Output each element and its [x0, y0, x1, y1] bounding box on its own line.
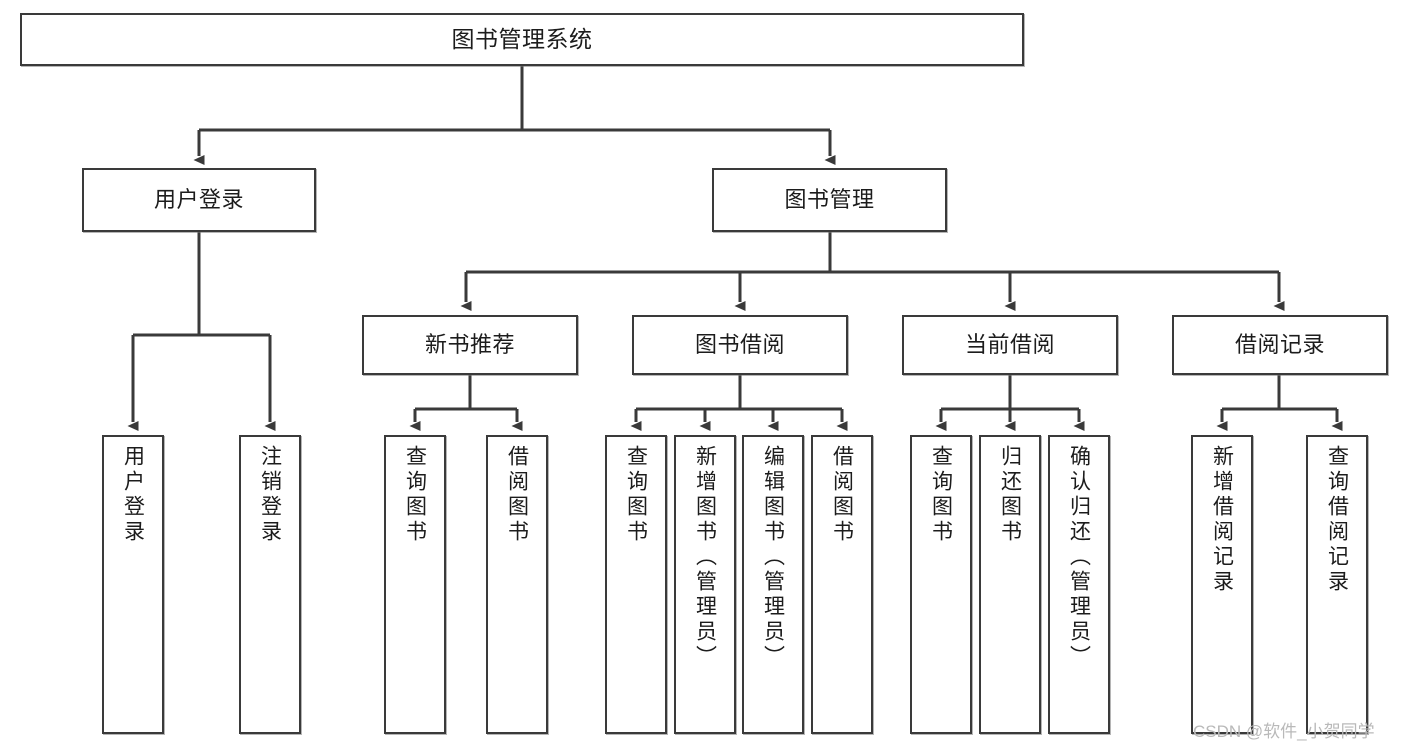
node-label: 借阅图书: [830, 445, 854, 545]
leaf-borrow-book-1[interactable]: 借阅图书: [486, 435, 548, 734]
node-label: 用户登录: [153, 187, 244, 213]
node-new-book-recommend[interactable]: 新书推荐: [362, 315, 578, 375]
node-label: 编辑图书（管理员）: [761, 445, 785, 670]
leaf-borrow-book-2[interactable]: 借阅图书: [811, 435, 873, 734]
node-label: 归还图书: [998, 445, 1022, 545]
leaf-add-book[interactable]: 新增图书（管理员）: [674, 435, 736, 734]
leaf-add-record[interactable]: 新增借阅记录: [1191, 435, 1253, 734]
node-book-manage[interactable]: 图书管理: [712, 168, 947, 232]
node-label: 新书推荐: [424, 332, 515, 358]
node-label: 查询借阅记录: [1325, 445, 1349, 595]
leaf-edit-book[interactable]: 编辑图书（管理员）: [742, 435, 804, 734]
node-root-system[interactable]: 图书管理系统: [20, 13, 1024, 66]
node-label: 借阅记录: [1234, 332, 1325, 358]
leaf-confirm-return[interactable]: 确认归还（管理员）: [1048, 435, 1110, 734]
node-label: 查询图书: [624, 445, 648, 545]
leaf-logout-login[interactable]: 注销登录: [239, 435, 301, 734]
node-label: 查询图书: [929, 445, 953, 545]
node-label: 用户登录: [121, 445, 145, 545]
leaf-query-book-1[interactable]: 查询图书: [384, 435, 446, 734]
node-label: 查询图书: [403, 445, 427, 545]
node-label: 新增图书（管理员）: [693, 445, 717, 670]
node-label: 图书借阅: [694, 332, 785, 358]
leaf-query-book-3[interactable]: 查询图书: [910, 435, 972, 734]
leaf-user-login[interactable]: 用户登录: [102, 435, 164, 734]
leaf-query-book-2[interactable]: 查询图书: [605, 435, 667, 734]
csdn-watermark: CSDN @软件_小贺同学: [1193, 722, 1375, 741]
node-label: 确认归还（管理员）: [1067, 445, 1091, 670]
node-label: 新增借阅记录: [1210, 445, 1234, 595]
node-label: 当前借阅: [964, 332, 1055, 358]
node-book-borrow[interactable]: 图书借阅: [632, 315, 848, 375]
node-label: 图书管理: [784, 187, 875, 213]
node-borrow-record[interactable]: 借阅记录: [1172, 315, 1388, 375]
node-current-borrow[interactable]: 当前借阅: [902, 315, 1118, 375]
node-user-login[interactable]: 用户登录: [82, 168, 316, 232]
node-label: 借阅图书: [505, 445, 529, 545]
leaf-return-book[interactable]: 归还图书: [979, 435, 1041, 734]
node-label: 图书管理系统: [451, 25, 593, 52]
leaf-query-record[interactable]: 查询借阅记录: [1306, 435, 1368, 734]
node-label: 注销登录: [258, 445, 282, 545]
